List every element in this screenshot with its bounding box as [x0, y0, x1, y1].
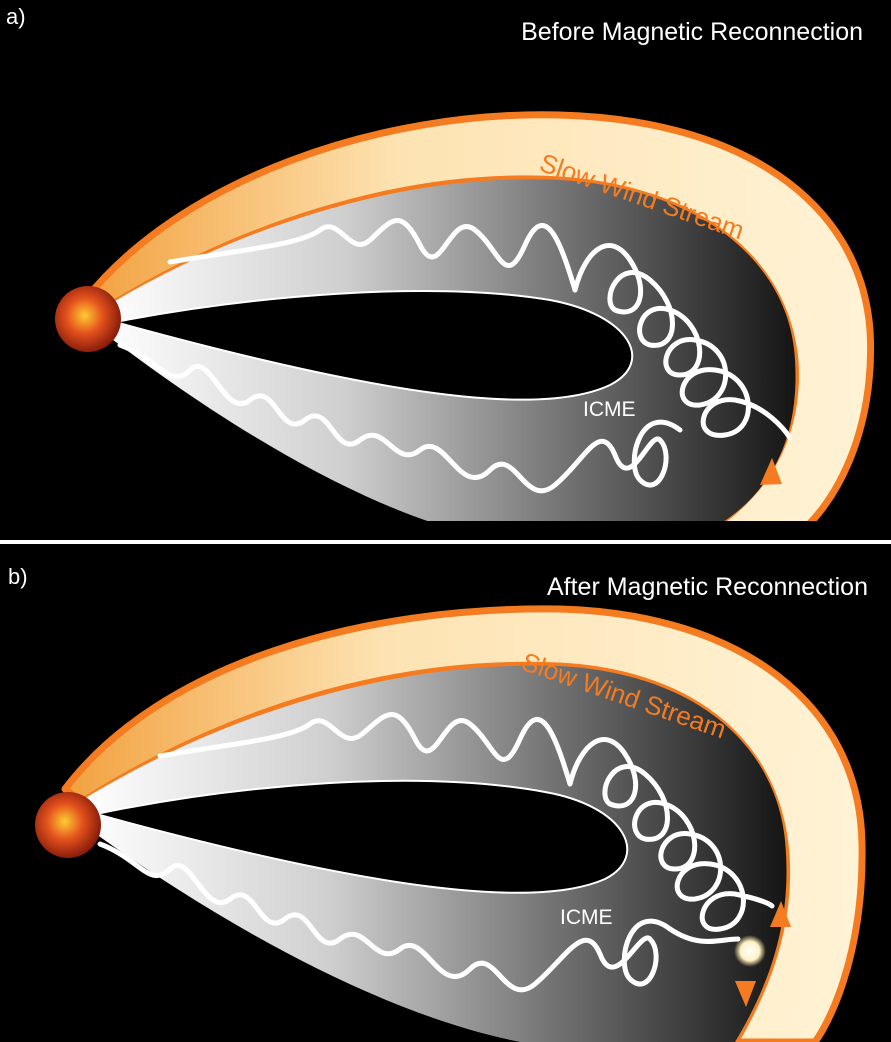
diagram-after: b) After Magnetic Reconnection Slow Wind… — [0, 544, 891, 1042]
icme-label: ICME — [560, 906, 613, 929]
panel-after-reconnection: b) After Magnetic Reconnection Slow Wind… — [0, 544, 891, 1042]
panel-letter: b) — [8, 564, 28, 589]
panel-heading: After Magnetic Reconnection — [547, 573, 868, 601]
icme-label: ICME — [583, 398, 636, 421]
diagram-before: a) Before Magnetic Reconnection Slow Win… — [0, 0, 891, 521]
sun-icon — [55, 286, 121, 352]
panel-before-reconnection: a) Before Magnetic Reconnection Slow Win… — [0, 0, 891, 521]
reconnection-spark-icon — [734, 935, 766, 967]
sun-icon — [35, 792, 101, 858]
panel-letter: a) — [6, 4, 26, 29]
panel-heading: Before Magnetic Reconnection — [521, 18, 863, 46]
